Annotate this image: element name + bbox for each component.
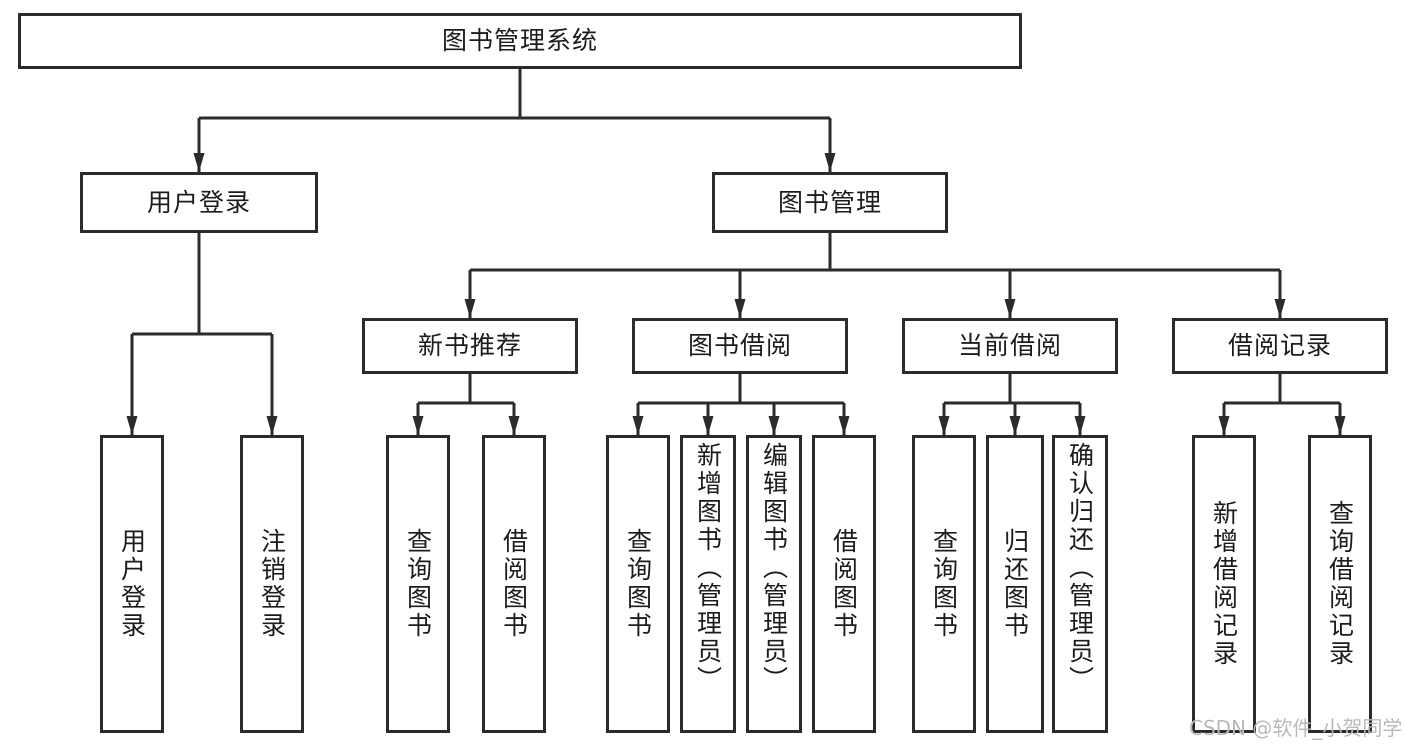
node-leaf-add-record[interactable]: 新增借阅记录 (1192, 435, 1256, 733)
node-label: 新书推荐 (417, 331, 522, 361)
node-leaf-query-book-3[interactable]: 查询图书 (912, 435, 976, 733)
arrowhead-icon (702, 416, 714, 435)
node-label: 图书借阅 (687, 331, 792, 361)
node-book-borrow[interactable]: 图书借阅 (632, 318, 848, 374)
node-current-borrow[interactable]: 当前借阅 (902, 318, 1118, 374)
node-book-manage[interactable]: 图书管理 (712, 172, 948, 233)
arrowhead-icon (1274, 299, 1286, 318)
node-leaf-edit-book[interactable]: 编辑图书（管理员） (746, 435, 802, 733)
node-label: 借阅图书 (499, 528, 529, 640)
node-label: 编辑图书（管理员） (759, 442, 789, 694)
node-leaf-borrow-book-1[interactable]: 借阅图书 (482, 435, 546, 733)
arrowhead-icon (632, 416, 644, 435)
node-label: 图书管理 (777, 187, 882, 217)
node-label: 用户登录 (146, 187, 251, 217)
node-label: 新增借阅记录 (1209, 500, 1239, 668)
node-label: 借阅记录 (1227, 331, 1332, 361)
arrowhead-icon (824, 153, 836, 172)
node-leaf-query-book-1[interactable]: 查询图书 (386, 435, 450, 733)
node-label: 查询图书 (623, 528, 653, 640)
arrowhead-icon (266, 416, 278, 435)
node-leaf-logout[interactable]: 注销登录 (240, 435, 304, 733)
arrowhead-icon (838, 416, 850, 435)
node-leaf-confirm-return[interactable]: 确认归还（管理员） (1052, 435, 1108, 733)
arrowhead-icon (1009, 416, 1021, 435)
arrowhead-icon (1074, 416, 1086, 435)
node-label: 查询借阅记录 (1325, 500, 1355, 668)
arrowhead-icon (1218, 416, 1230, 435)
arrowhead-icon (126, 416, 138, 435)
csdn-watermark: CSDN @软件_小贺同学 (1189, 716, 1403, 740)
node-label: 当前借阅 (957, 331, 1062, 361)
node-label: 用户登录 (117, 528, 147, 640)
node-root[interactable]: 图书管理系统 (18, 13, 1022, 69)
node-leaf-borrow-book-2[interactable]: 借阅图书 (812, 435, 876, 733)
arrowhead-icon (734, 299, 746, 318)
node-leaf-return-book[interactable]: 归还图书 (986, 435, 1044, 733)
node-label: 图书管理系统 (441, 26, 598, 56)
node-label: 确认归还（管理员） (1065, 442, 1095, 694)
arrowhead-icon (508, 416, 520, 435)
node-user-login[interactable]: 用户登录 (80, 172, 318, 233)
node-label: 归还图书 (1000, 528, 1030, 640)
node-borrow-record[interactable]: 借阅记录 (1172, 318, 1388, 374)
node-label: 查询图书 (403, 528, 433, 640)
arrowhead-icon (1334, 416, 1346, 435)
arrowhead-icon (1004, 299, 1016, 318)
arrowhead-icon (193, 153, 205, 172)
arrowhead-icon (412, 416, 424, 435)
node-label: 借阅图书 (829, 528, 859, 640)
node-leaf-user-login[interactable]: 用户登录 (100, 435, 164, 733)
arrowhead-icon (768, 416, 780, 435)
node-label: 新增图书（管理员） (693, 442, 723, 694)
arrowhead-icon (938, 416, 950, 435)
node-label: 注销登录 (257, 528, 287, 640)
node-leaf-query-book-2[interactable]: 查询图书 (606, 435, 670, 733)
node-new-book-rec[interactable]: 新书推荐 (362, 318, 578, 374)
node-leaf-add-book[interactable]: 新增图书（管理员） (680, 435, 736, 733)
arrowhead-icon (464, 299, 476, 318)
node-leaf-query-record[interactable]: 查询借阅记录 (1308, 435, 1372, 733)
node-label: 查询图书 (929, 528, 959, 640)
